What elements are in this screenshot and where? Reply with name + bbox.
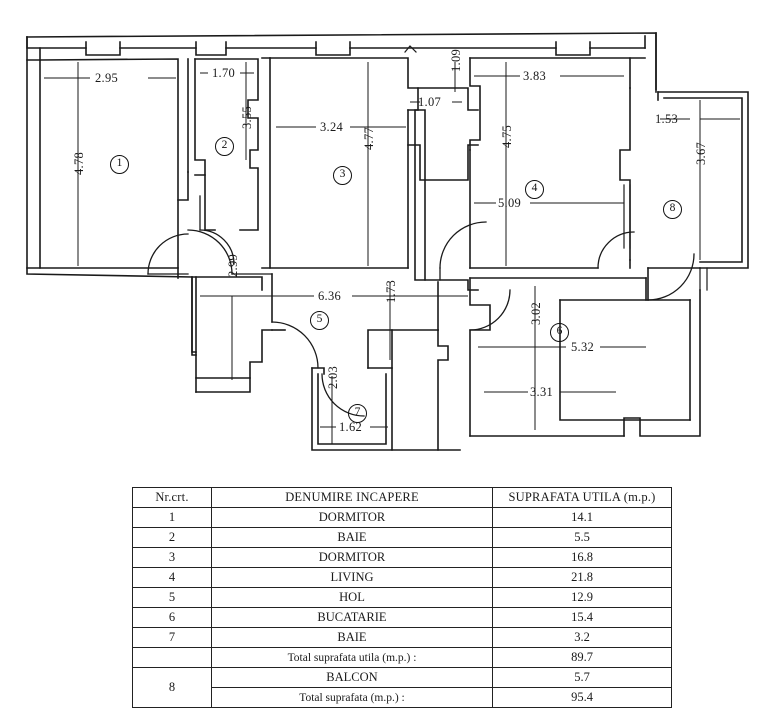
room-marker-8: 8 [663,200,682,219]
dimension-5-32: 5.32 [571,340,595,354]
row-area: 14.1 [492,507,672,528]
room-marker-7: 7 [348,404,367,423]
room-marker-3: 3 [333,166,352,185]
row-nr: 1 [132,507,212,528]
row-nr: 6 [132,607,212,628]
dimension-4-78: 4.78 [72,151,86,175]
dimension-4-77: 4.77 [362,126,376,150]
total-all-label: Total suprafata (m.p.) : [211,687,493,708]
row-area: 5.5 [492,527,672,548]
row-name: DORMITOR [211,547,493,568]
dimension-2-95: 2.95 [95,71,119,85]
row-name: BUCATARIE [211,607,493,628]
row-name: BAIE [211,627,493,648]
dimension-3-02: 3.02 [529,301,543,325]
room-schedule: Nr.crt. DENUMIRE INCAPERE SUPRAFATA UTIL… [132,487,672,708]
header-name: DENUMIRE INCAPERE [211,487,493,508]
dimension-1-09: 1.09 [449,48,463,72]
header-nr: Nr.crt. [132,487,212,508]
row-name: LIVING [211,567,493,588]
table-row: 1 DORMITOR 14.1 [132,507,672,528]
total-utila-label: Total suprafata utila (m.p.) : [211,647,493,668]
table-row-total-all: Total suprafata (m.p.) : 95.4 [133,687,672,708]
table-row-balcony: 8 BALCON 5.7 [132,667,672,708]
balcony-nr: 8 [132,667,212,708]
row-area: 21.8 [492,567,672,588]
row-name: BAIE [211,527,493,548]
dimension-4-75: 4.75 [500,124,514,148]
table-row: 6 BUCATARIE 15.4 [132,607,672,628]
row-nr: 5 [132,587,212,608]
row-nr: 4 [132,567,212,588]
dimension-5-09: 5.09 [498,196,522,210]
dimension-3-24: 3.24 [320,120,344,134]
total-utila-area: 89.7 [492,647,672,668]
dimension-1-07: 1.07 [418,95,442,109]
table-row-total-utila: Total suprafata utila (m.p.) : 89.7 [132,647,672,668]
row-area: 3.2 [492,627,672,648]
table-row: 4 LIVING 21.8 [132,567,672,588]
table-row: 7 BAIE 3.2 [132,627,672,648]
row-nr: 3 [132,547,212,568]
room-marker-2: 2 [215,137,234,156]
room-marker-4: 4 [525,180,544,199]
row-nr: 7 [132,627,212,648]
dimension-2-03: 2.03 [326,365,340,389]
room-schedule-table: Nr.crt. DENUMIRE INCAPERE SUPRAFATA UTIL… [132,487,672,708]
row-name: HOL [211,587,493,608]
row-name: DORMITOR [211,507,493,528]
row-area: 15.4 [492,607,672,628]
room-marker-1: 1 [110,155,129,174]
dimension-1-62: 1.62 [339,420,363,434]
balcony-name: BALCON [211,667,493,688]
floor-plan [26,32,749,451]
dimension-1-70: 1.70 [212,66,236,80]
table-header-row: Nr.crt. DENUMIRE INCAPERE SUPRAFATA UTIL… [132,487,672,508]
balcony-area: 5.7 [492,667,672,688]
dimension-3-31: 3.31 [530,385,554,399]
room-marker-5: 5 [310,311,329,330]
table-row: 3 DORMITOR 16.8 [132,547,672,568]
floor-plan-drawing [26,32,749,451]
dimension-2-99: 2.99 [226,253,240,277]
row-area: 16.8 [492,547,672,568]
dimension-6-36: 6.36 [318,289,342,303]
row-nr: 2 [132,527,212,548]
dimension-1-73: 1.73 [384,279,398,303]
total-all-area: 95.4 [492,687,672,708]
table-row: 2 BAIE 5.5 [132,527,672,548]
room-marker-6: 6 [550,323,569,342]
dimension-3-67: 3.67 [694,141,708,165]
total-utila-nr [132,647,212,668]
dimension-1-53: 1.53 [655,112,679,126]
dimension-3-55: 3.55 [240,105,254,129]
header-area: SUPRAFATA UTILA (m.p.) [492,487,672,508]
dimension-3-83: 3.83 [523,69,547,83]
row-area: 12.9 [492,587,672,608]
table-row: 5 HOL 12.9 [132,587,672,608]
